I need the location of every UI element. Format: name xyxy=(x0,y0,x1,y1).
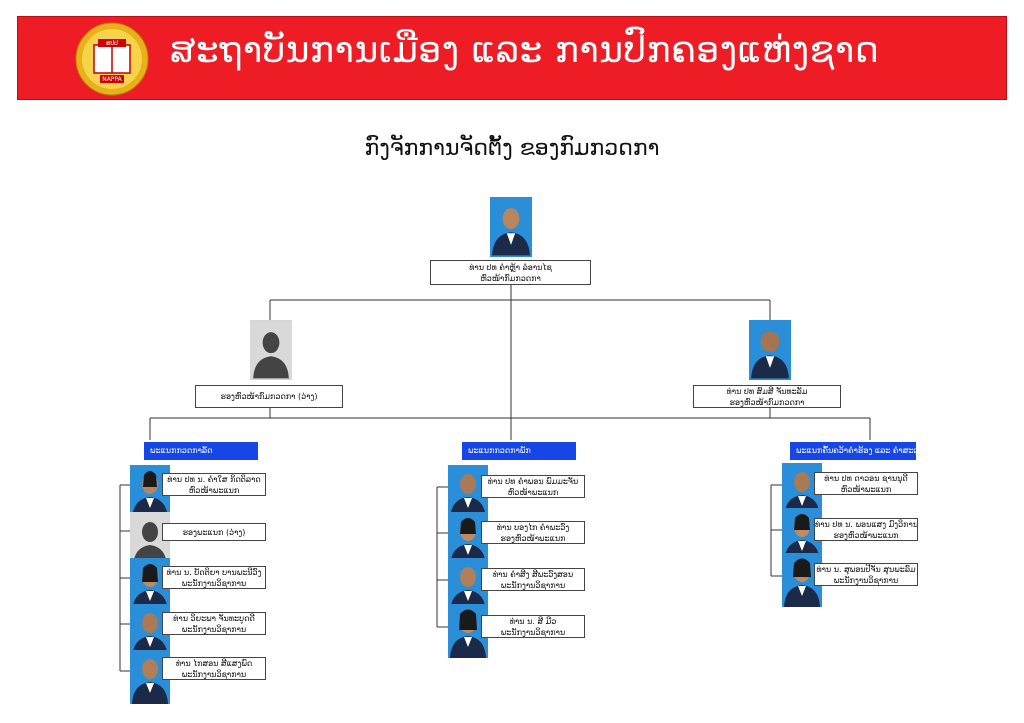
header-banner xyxy=(17,16,1007,100)
staff-name: ທ່ານ ໄກສອນ ສີແສງພົດ xyxy=(175,658,253,668)
nappa-logo: ສປປ NAPPA xyxy=(70,21,154,97)
staff-name: ທ່ານ ຄໍາສີງ ສີພະວົງສອນ xyxy=(492,569,574,579)
deputy-vacant-label: ຮອງຫົວໜ້າກົມກວດກາ (ວ່າງ) xyxy=(220,392,318,401)
staff-name: ທ່ານ ນ. ສີ ມີວ xyxy=(509,616,557,626)
staff-box: ທ່ານ ປທ ດາວອນ ຊານນຸດີຫົວໜ້າພະແນກ xyxy=(814,472,918,495)
staff-title: ພະນັກງານວິຊາການ xyxy=(833,575,899,585)
deputy-title: ຮອງຫົວໜ້າກົມກວດກາ xyxy=(729,397,805,407)
staff-box: ທ່ານ ໄກສອນ ສີແສງພົດພະນັກງານວິຊາການ xyxy=(162,657,266,680)
deputy-photo xyxy=(749,320,791,380)
staff-name: ທ່ານ ປທ ນ. ພອນແສງ ມົງວິການ xyxy=(815,519,918,529)
dept-header-state-inspection: ພະແນກກວດກາລັດ xyxy=(144,442,258,460)
staff-box-vacant: ຮອງພະແນກ (ວ່າງ) xyxy=(162,523,266,541)
deputy-vacant-photo xyxy=(250,320,292,380)
staff-title: ພະນັກງານວິຊາການ xyxy=(181,669,247,679)
staff-name: ທ່ານ ບອງໄກ ຄໍາພະວົງ xyxy=(496,522,570,532)
page-title: ກົງຈັກການຈັດຕັ້ງ ຂອງກົມກວດກາ xyxy=(364,136,660,161)
staff-box: ທ່ານ ວິຍະພາ ຈັນທະບູດດີພະນັກງານວິຊາການ xyxy=(162,612,266,635)
director-box: ທ່ານ ປທ ຄໍາຫຼ້າ ລໍອານໄຊ ຫົວໜ້າກົມກວດກາ xyxy=(430,260,591,285)
staff-title: ຮອງຫົວໜ້າພະແນກ xyxy=(500,533,566,543)
staff-title: ພະນັກງານວິຊາການ xyxy=(181,578,247,588)
director-name: ທ່ານ ປທ ຄໍາຫຼ້າ ລໍອານໄຊ xyxy=(469,262,552,272)
dept-header-party-inspection: ພະແນກກວດກາພັກ xyxy=(462,442,576,460)
staff-name: ທ່ານ ນ. ບັດຕິຍາ ບານພະນີວົງ xyxy=(166,567,262,577)
staff-box: ທ່ານ ປທ ນ. ພອນແສງ ມົງວິການຮອງຫົວໜ້າພະແນກ xyxy=(814,518,918,541)
staff-box: ທ່ານ ນ. ສີ ມີວພະນັກງານວິຊາການ xyxy=(481,615,585,638)
director-title: ຫົວໜ້າກົມກວດກາ xyxy=(480,273,541,283)
deputy-box: ທ່ານ ປທ ສົມສີ ຈັນທະລັມ ຮອງຫົວໜ້າກົມກວດກາ xyxy=(693,385,841,408)
staff-title: ຫົວໜ້າພະແນກ xyxy=(188,485,240,495)
dept-header-complaints: ພະແນກຄົ້ນຄວ້າຄໍາຮ້ອງ ແລະ ຄໍາສະເໜີ xyxy=(790,442,916,460)
staff-title: ຮອງຫົວໜ້າພະແນກ xyxy=(833,530,899,540)
staff-title: ຫົວໜ້າພະແນກ xyxy=(507,487,559,497)
staff-box: ທ່ານ ບອງໄກ ຄໍາພະວົງຮອງຫົວໜ້າພະແນກ xyxy=(481,521,585,544)
staff-name: ທ່ານ ປທ ຄໍາພອນ ພົມມະຈັນ xyxy=(487,476,579,486)
staff-title: ພະນັກງານວິຊາການ xyxy=(500,627,566,637)
deputy-name: ທ່ານ ປທ ສົມສີ ຈັນທະລັມ xyxy=(726,386,808,396)
staff-name: ທ່ານ ວິຍະພາ ຈັນທະບູດດີ xyxy=(173,613,255,623)
staff-name: ທ່ານ ປທ ນ. ຄໍາໃສ ກິດຕິລາດ xyxy=(167,474,261,484)
director-photo xyxy=(490,197,532,257)
staff-vacant-label: ຮອງພະແນກ (ວ່າງ) xyxy=(182,527,246,537)
logo-text-bottom: NAPPA xyxy=(102,76,122,83)
staff-title: ຫົວໜ້າພະແນກ xyxy=(840,484,892,494)
staff-box: ທ່ານ ນ. ສຸພອນປີຈັນ ສຸນພະລົມພະນັກງານວິຊາກ… xyxy=(814,563,918,586)
logo-text-top: ສປປ xyxy=(106,40,118,47)
staff-title: ພະນັກງານວິຊາການ xyxy=(500,580,566,590)
staff-box: ທ່ານ ປທ ຄໍາພອນ ພົມມະຈັນຫົວໜ້າພະແນກ xyxy=(481,475,585,498)
staff-box: ທ່ານ ນ. ບັດຕິຍາ ບານພະນີວົງພະນັກງານວິຊາກາ… xyxy=(162,566,266,589)
staff-box: ທ່ານ ຄໍາສີງ ສີພະວົງສອນພະນັກງານວິຊາການ xyxy=(481,568,585,591)
staff-box: ທ່ານ ປທ ນ. ຄໍາໃສ ກິດຕິລາດຫົວໜ້າພະແນກ xyxy=(162,473,266,496)
staff-name: ທ່ານ ນ. ສຸພອນປີຈັນ ສຸນພະລົມ xyxy=(816,564,916,574)
staff-title: ພະນັກງານວິຊາການ xyxy=(181,624,247,634)
staff-name: ທ່ານ ປທ ດາວອນ ຊານນຸດີ xyxy=(824,473,908,483)
institute-title: ສະຖາບັນການເມືອງ ແລະ ການປົກຄອງແຫ່ງຊາດ xyxy=(170,30,880,71)
deputy-box-vacant: ຮອງຫົວໜ້າກົມກວດກາ (ວ່າງ) xyxy=(195,385,343,408)
